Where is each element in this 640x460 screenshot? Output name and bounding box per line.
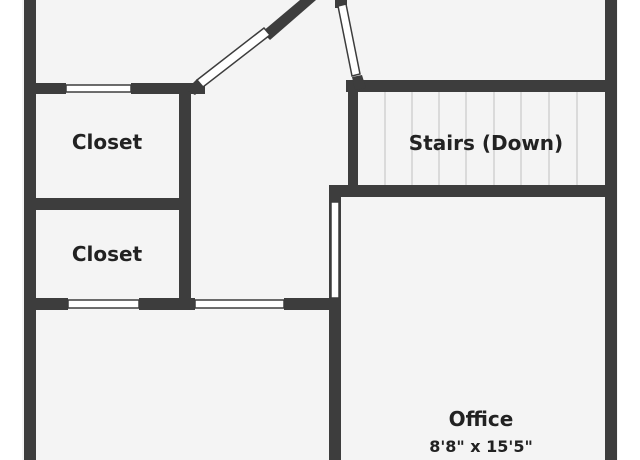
wall-closet-right <box>179 90 191 310</box>
stair-treads <box>384 90 578 186</box>
room-label-stairs: Stairs (Down) <box>409 131 563 155</box>
window-office-left <box>330 201 340 299</box>
wall-office-top <box>329 185 617 197</box>
walls <box>24 0 617 460</box>
wall-exterior-right <box>605 0 617 460</box>
window-bottom-left <box>67 299 140 309</box>
outside-right <box>618 0 640 460</box>
room-label-office: Office <box>449 407 514 431</box>
room-label-closet-upper: Closet <box>72 130 143 154</box>
room-label-closet-lower: Closet <box>72 242 143 266</box>
window-diagonal <box>195 26 272 89</box>
room-dimensions-office: 8'8" x 15'5" <box>429 437 533 456</box>
wall-diagonal-upper <box>262 0 316 40</box>
outside-left <box>0 0 22 460</box>
wall-exterior-left <box>24 0 36 460</box>
window-closet-top <box>65 84 132 93</box>
wall-bottom-right <box>284 298 340 310</box>
windows <box>65 3 361 309</box>
wall-bottom-left <box>30 298 68 310</box>
wall-closet-top-left <box>30 83 66 94</box>
floor-background <box>22 0 618 460</box>
window-door-diagonal <box>337 3 361 77</box>
wall-jamb-stairs <box>352 75 366 90</box>
window-bottom-mid <box>194 299 285 309</box>
wall-stairs-top <box>346 80 617 92</box>
wall-jamb-top <box>335 0 347 8</box>
wall-closet-top-right <box>131 83 205 94</box>
wall-closet-divider <box>30 198 186 210</box>
wall-bottom-mid <box>139 298 195 310</box>
wall-stairs-left <box>348 88 358 190</box>
